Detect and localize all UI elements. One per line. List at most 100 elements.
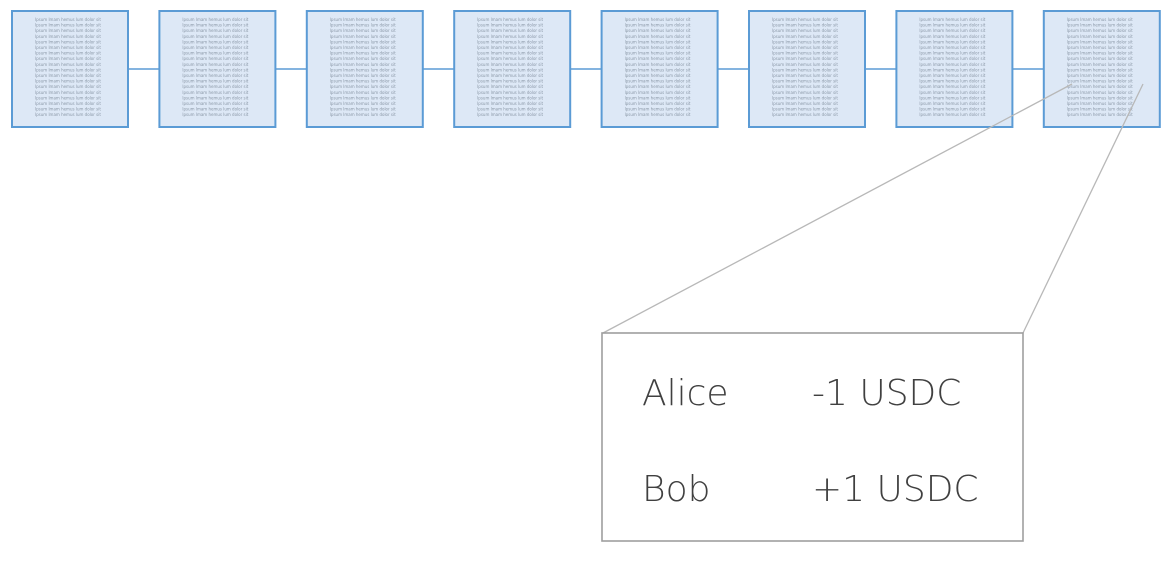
block-filler-text: lpsum lmam hemus lum dolor sit	[919, 67, 985, 72]
block-filler-text: lpsum lmam hemus lum dolor sit	[1067, 51, 1133, 56]
block-filler-text: lpsum lmam hemus lum dolor sit	[182, 84, 248, 89]
block-filler-text: lpsum lmam hemus lum dolor sit	[35, 101, 101, 106]
block-filler-text: lpsum lmam hemus lum dolor sit	[919, 62, 985, 67]
block-filler-text: lpsum lmam hemus lum dolor sit	[182, 34, 248, 39]
block-filler-text: lpsum lmam hemus lum dolor sit	[330, 34, 396, 39]
block-filler-text: lpsum lmam hemus lum dolor sit	[919, 56, 985, 61]
block-filler-text: lpsum lmam hemus lum dolor sit	[772, 67, 838, 72]
block-filler-text: lpsum lmam hemus lum dolor sit	[182, 56, 248, 61]
block-filler-text: lpsum lmam hemus lum dolor sit	[1067, 67, 1133, 72]
block-filler-text: lpsum lmam hemus lum dolor sit	[625, 17, 691, 22]
block-filler-text: lpsum lmam hemus lum dolor sit	[919, 84, 985, 89]
block-filler-text: lpsum lmam hemus lum dolor sit	[477, 79, 543, 84]
block-filler-text: lpsum lmam hemus lum dolor sit	[182, 62, 248, 67]
block-filler-text: lpsum lmam hemus lum dolor sit	[919, 95, 985, 100]
block-filler-text: lpsum lmam hemus lum dolor sit	[330, 39, 396, 44]
block-filler-text: lpsum lmam hemus lum dolor sit	[35, 39, 101, 44]
block-filler-text: lpsum lmam hemus lum dolor sit	[772, 73, 838, 78]
block-filler-text: lpsum lmam hemus lum dolor sit	[772, 28, 838, 33]
block-filler-text: lpsum lmam hemus lum dolor sit	[919, 17, 985, 22]
block-filler-text: lpsum lmam hemus lum dolor sit	[1067, 34, 1133, 39]
block-filler-text: lpsum lmam hemus lum dolor sit	[35, 62, 101, 67]
block-filler-text: lpsum lmam hemus lum dolor sit	[772, 45, 838, 50]
ledger-row-1-amount: -1 USDC	[812, 373, 961, 414]
block-filler-text: lpsum lmam hemus lum dolor sit	[919, 79, 985, 84]
block-filler-text: lpsum lmam hemus lum dolor sit	[182, 67, 248, 72]
zoom-callout-lines	[602, 83, 1144, 334]
block-filler-text: lpsum lmam hemus lum dolor sit	[35, 112, 101, 117]
block-filler-text: lpsum lmam hemus lum dolor sit	[477, 39, 543, 44]
block-filler-text: lpsum lmam hemus lum dolor sit	[477, 84, 543, 89]
block-filler-text: lpsum lmam hemus lum dolor sit	[182, 101, 248, 106]
block-filler-text: lpsum lmam hemus lum dolor sit	[35, 28, 101, 33]
ledger-frame	[601, 332, 1024, 542]
block-filler-text: lpsum lmam hemus lum dolor sit	[625, 95, 691, 100]
block-filler-text: lpsum lmam hemus lum dolor sit	[625, 67, 691, 72]
block-frame	[11, 10, 129, 128]
block-filler-text: lpsum lmam hemus lum dolor sit	[35, 79, 101, 84]
block-filler-text: lpsum lmam hemus lum dolor sit	[477, 23, 543, 28]
block-filler-text: lpsum lmam hemus lum dolor sit	[35, 45, 101, 50]
block-filler-text: lpsum lmam hemus lum dolor sit	[35, 23, 101, 28]
block-frame	[158, 10, 277, 128]
block-filler-text: lpsum lmam hemus lum dolor sit	[477, 67, 543, 72]
block-filler-text: lpsum lmam hemus lum dolor sit	[182, 51, 248, 56]
block-filler-text: lpsum lmam hemus lum dolor sit	[330, 28, 396, 33]
block-filler-text: lpsum lmam hemus lum dolor sit	[1067, 56, 1133, 61]
block-filler-text: lpsum lmam hemus lum dolor sit	[1067, 17, 1133, 22]
block-filler-text: lpsum lmam hemus lum dolor sit	[330, 79, 396, 84]
block-filler-text: lpsum lmam hemus lum dolor sit	[330, 84, 396, 89]
block-filler-text: lpsum lmam hemus lum dolor sit	[477, 28, 543, 33]
block-filler-text: lpsum lmam hemus lum dolor sit	[625, 112, 691, 117]
block-filler-text: lpsum lmam hemus lum dolor sit	[477, 101, 543, 106]
block-frame	[305, 10, 424, 128]
zoom-line-right	[1022, 83, 1144, 334]
block-filler-text: lpsum lmam hemus lum dolor sit	[182, 95, 248, 100]
block-filler-text: lpsum lmam hemus lum dolor sit	[1067, 73, 1133, 78]
block-filler-text: lpsum lmam hemus lum dolor sit	[919, 45, 985, 50]
block-filler-text: lpsum lmam hemus lum dolor sit	[772, 112, 838, 117]
block-filler-text: lpsum lmam hemus lum dolor sit	[772, 34, 838, 39]
block-filler-text: lpsum lmam hemus lum dolor sit	[477, 51, 543, 56]
block-filler-text: lpsum lmam hemus lum dolor sit	[625, 23, 691, 28]
block-filler-text: lpsum lmam hemus lum dolor sit	[772, 17, 838, 22]
block-filler-text: lpsum lmam hemus lum dolor sit	[625, 79, 691, 84]
block-filler-text: lpsum lmam hemus lum dolor sit	[35, 95, 101, 100]
block-filler-text: lpsum lmam hemus lum dolor sit	[625, 28, 691, 33]
block-filler-text: lpsum lmam hemus lum dolor sit	[330, 67, 396, 72]
block-filler-text: lpsum lmam hemus lum dolor sit	[625, 45, 691, 50]
block-filler-text: lpsum lmam hemus lum dolor sit	[182, 73, 248, 78]
block-filler-text: lpsum lmam hemus lum dolor sit	[1067, 79, 1133, 84]
block-frame	[895, 10, 1014, 128]
block-filler-text: lpsum lmam hemus lum dolor sit	[625, 62, 691, 67]
block-filler-text: lpsum lmam hemus lum dolor sit	[35, 56, 101, 61]
block-filler-text: lpsum lmam hemus lum dolor sit	[1067, 95, 1133, 100]
block-filler-text: lpsum lmam hemus lum dolor sit	[477, 73, 543, 78]
block-filler-text: lpsum lmam hemus lum dolor sit	[919, 51, 985, 56]
block-filler-text: lpsum lmam hemus lum dolor sit	[772, 101, 838, 106]
block-filler-text: lpsum lmam hemus lum dolor sit	[330, 45, 396, 50]
block-filler-text: lpsum lmam hemus lum dolor sit	[477, 107, 543, 112]
block-filler-text: lpsum lmam hemus lum dolor sit	[919, 39, 985, 44]
block-filler-text: lpsum lmam hemus lum dolor sit	[1067, 23, 1133, 28]
block-filler-text: lpsum lmam hemus lum dolor sit	[625, 51, 691, 56]
block-filler-text: lpsum lmam hemus lum dolor sit	[330, 23, 396, 28]
block-filler-text: lpsum lmam hemus lum dolor sit	[1067, 107, 1133, 112]
block-filler-text: lpsum lmam hemus lum dolor sit	[477, 62, 543, 67]
block-filler-text: lpsum lmam hemus lum dolor sit	[330, 62, 396, 67]
block-filler-text: lpsum lmam hemus lum dolor sit	[182, 39, 248, 44]
block-filler-text: lpsum lmam hemus lum dolor sit	[35, 34, 101, 39]
block-filler-text: lpsum lmam hemus lum dolor sit	[330, 90, 396, 95]
block-filler-text: lpsum lmam hemus lum dolor sit	[919, 73, 985, 78]
ledger-row-2-name: Bob	[642, 469, 710, 510]
block-filler-text: lpsum lmam hemus lum dolor sit	[182, 90, 248, 95]
block-filler-text: lpsum lmam hemus lum dolor sit	[625, 101, 691, 106]
block-filler-text: lpsum lmam hemus lum dolor sit	[477, 34, 543, 39]
zoom-line-left	[602, 83, 1073, 334]
block-filler-text: lpsum lmam hemus lum dolor sit	[182, 23, 248, 28]
